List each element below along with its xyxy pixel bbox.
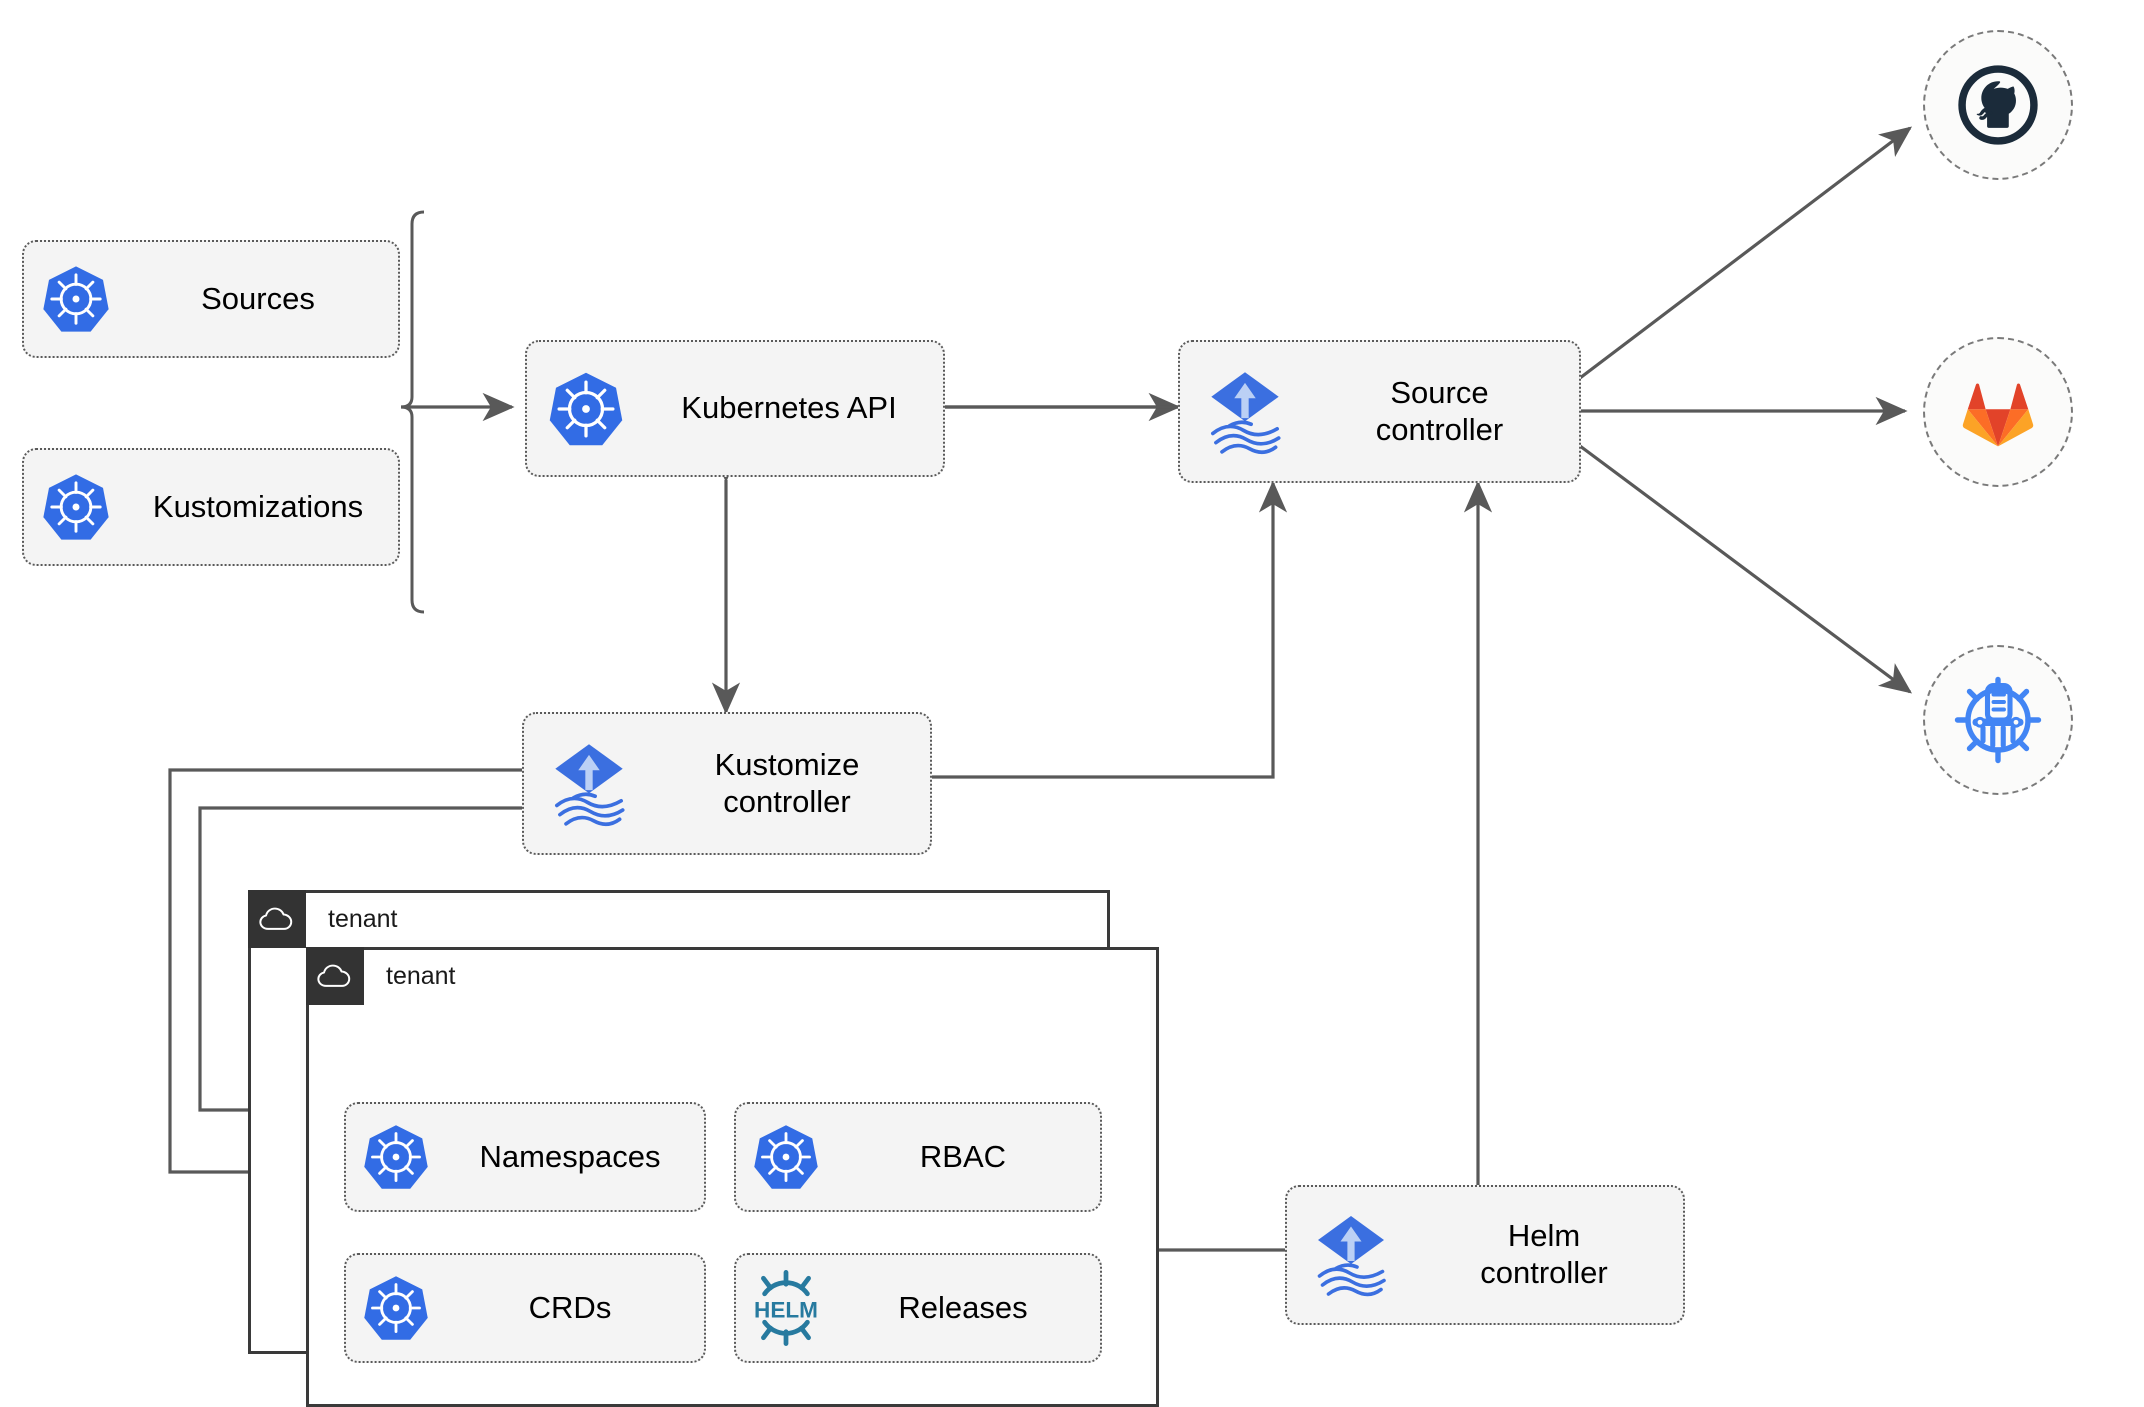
node-label: CRDs [528, 1289, 612, 1325]
node-sources[interactable]: Sources [22, 240, 400, 358]
kubernetes-icon [346, 1273, 446, 1343]
kubernetes-icon [24, 263, 128, 335]
tenant-tab: tenant [306, 947, 456, 1005]
external-chartmuseum[interactable] [1923, 645, 2073, 795]
node-label: Helm controller [1480, 1218, 1608, 1290]
node-kubernetes-api[interactable]: Kubernetes API [525, 340, 945, 477]
flux-icon [1180, 363, 1310, 461]
node-kustomizations[interactable]: Kustomizations [22, 448, 400, 566]
node-releases[interactable]: HELM Releases [734, 1253, 1102, 1363]
kubernetes-icon [346, 1122, 446, 1192]
node-label: RBAC [919, 1138, 1007, 1174]
node-label: Source controller [1375, 374, 1504, 447]
flux-icon [524, 735, 654, 833]
kubernetes-icon [24, 471, 128, 543]
kubernetes-icon [527, 369, 645, 449]
node-source-controller[interactable]: Source controller [1178, 340, 1581, 483]
node-helm-controller[interactable]: Helm controller [1285, 1185, 1685, 1325]
svg-text:HELM: HELM [754, 1298, 818, 1323]
node-label: Kustomizations [152, 488, 364, 524]
node-rbac[interactable]: RBAC [734, 1102, 1102, 1212]
cloud-icon [306, 947, 364, 1005]
gitlab-icon [1962, 383, 2034, 447]
node-label: Namespaces [479, 1138, 661, 1174]
tenant-label: tenant [386, 961, 456, 990]
tenant-label: tenant [328, 904, 398, 933]
helm-icon: HELM [736, 1270, 836, 1346]
flux-icon [1287, 1207, 1415, 1303]
node-label: Sources [201, 280, 315, 316]
github-icon [1958, 65, 2038, 145]
node-namespaces[interactable]: Namespaces [344, 1102, 706, 1212]
node-crds[interactable]: CRDs [344, 1253, 706, 1363]
node-label: Kustomize controller [714, 746, 860, 819]
kubernetes-icon [736, 1122, 836, 1192]
external-github[interactable] [1923, 30, 2073, 180]
cloud-icon [248, 890, 306, 948]
tenant-container-inner[interactable]: tenant Namespaces [306, 947, 1159, 1407]
node-kustomize-controller[interactable]: Kustomize controller [522, 712, 932, 855]
external-gitlab[interactable] [1923, 337, 2073, 487]
node-label: Kubernetes API [681, 390, 897, 426]
chartmuseum-icon [1954, 676, 2042, 764]
node-label: Releases [898, 1289, 1028, 1325]
tenant-tab: tenant [248, 890, 398, 948]
